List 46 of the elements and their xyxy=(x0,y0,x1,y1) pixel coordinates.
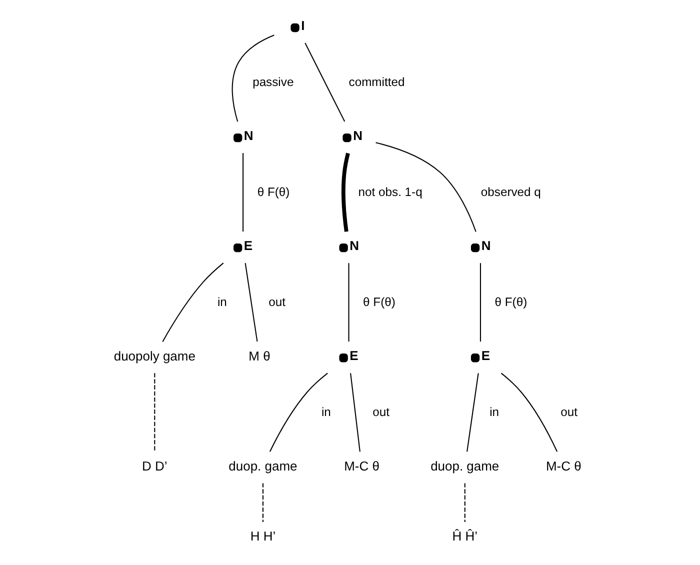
edge-label: committed xyxy=(348,74,404,89)
connector xyxy=(375,142,476,232)
edge-label: θ F(θ) xyxy=(256,185,290,200)
edge-label: in xyxy=(320,405,330,420)
node-text: D D’ xyxy=(142,458,167,474)
node-label: N xyxy=(480,238,490,254)
connector xyxy=(464,483,465,522)
connector xyxy=(262,483,263,522)
connector xyxy=(162,262,224,342)
node-text: M-C θ xyxy=(545,458,581,474)
connector xyxy=(244,263,258,342)
node-label: E xyxy=(480,348,490,364)
node-label: I xyxy=(300,18,304,33)
connector xyxy=(466,373,478,452)
edge-label: out xyxy=(560,405,577,420)
connector xyxy=(350,373,360,452)
connector xyxy=(154,373,155,452)
connector xyxy=(479,263,480,342)
node-text: duop. game xyxy=(430,458,499,474)
edge-label: in xyxy=(216,295,226,310)
node-label: N xyxy=(243,128,253,143)
node-text: duop. game xyxy=(228,458,297,474)
edge-label: not obs. 1-q xyxy=(358,185,422,200)
connector xyxy=(341,152,350,232)
connector xyxy=(242,153,244,232)
node-label: E xyxy=(243,238,252,254)
node-label: N xyxy=(349,238,359,254)
node-text: Ĥ Ĥ’ xyxy=(452,528,478,544)
edge-label: θ F(θ) xyxy=(494,295,527,310)
node-label: N xyxy=(352,128,362,143)
node-text: M θ xyxy=(248,348,270,364)
edge-label: passive xyxy=(252,74,294,89)
edge-label: in xyxy=(489,405,499,420)
connector xyxy=(348,263,349,342)
node-text: duopoly game xyxy=(113,348,195,364)
connector xyxy=(304,42,345,122)
connector xyxy=(231,34,274,122)
connector xyxy=(500,372,558,452)
node-text: M-C θ xyxy=(344,458,379,474)
edge-label: observed q xyxy=(480,185,540,200)
edge-label: θ F(θ) xyxy=(362,295,395,310)
node-text: H H’ xyxy=(250,528,276,544)
connector xyxy=(268,372,328,452)
edge-label: out xyxy=(268,295,285,310)
edge-label: out xyxy=(372,405,389,420)
node-label: E xyxy=(349,348,358,364)
